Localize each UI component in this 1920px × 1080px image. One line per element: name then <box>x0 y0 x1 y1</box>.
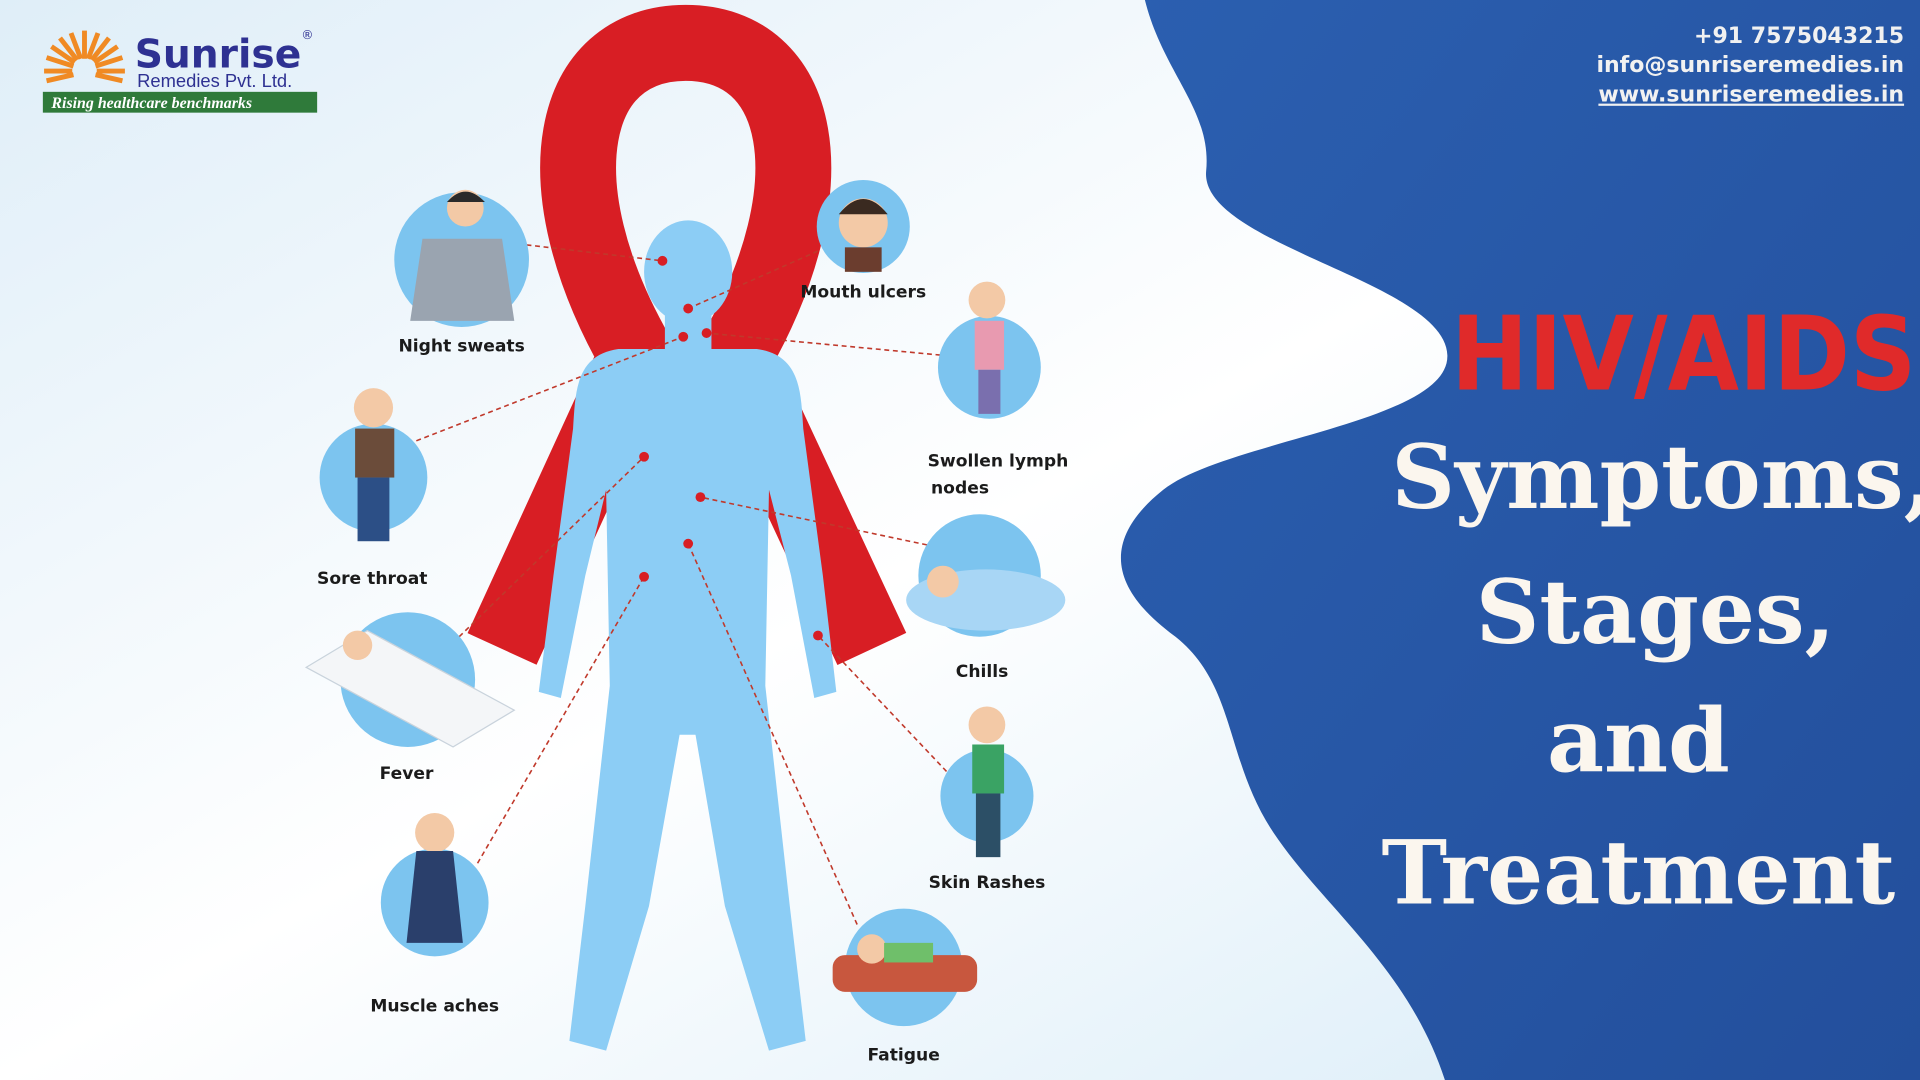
title-stages: Stages, <box>1476 560 1836 664</box>
symptom-night-sweats: Night sweats <box>394 189 529 356</box>
symptom-label: Swollen lymph <box>928 452 1069 472</box>
email-address: info@sunriseremedies.in <box>1596 53 1904 78</box>
website-link[interactable]: www.sunriseremedies.in <box>1598 83 1904 108</box>
title-symptoms: Symptoms, <box>1391 425 1920 529</box>
red-ribbon-icon <box>467 4 907 666</box>
symptom-sore-throat: Sore throat <box>317 388 427 589</box>
title-hiv-aids: HIV/AIDS <box>1451 295 1916 414</box>
symptom-label-line2: nodes <box>931 478 989 498</box>
title-and: and <box>1547 688 1730 792</box>
phone-number: +91 7575043215 <box>1694 24 1904 49</box>
symptom-dots <box>639 255 823 641</box>
symptom-muscle-aches: Muscle aches <box>370 813 499 1016</box>
symptom-fever: Fever <box>304 612 516 784</box>
symptom-label: Fever <box>380 764 434 784</box>
symptom-chills: Chills <box>906 514 1066 682</box>
headline: HIV/AIDS Symptoms, Stages, and Treatment <box>1381 295 1920 924</box>
symptom-fatigue: Fatigue <box>832 908 978 1065</box>
tagline-band <box>42 91 318 113</box>
logo-name: Sunrise <box>135 32 302 77</box>
logo-registered: ® <box>301 28 313 42</box>
symptom-label: Chills <box>956 662 1009 682</box>
symptom-label: Sore throat <box>317 569 427 589</box>
logo-subtitle: Remedies Pvt. Ltd. <box>137 70 292 91</box>
symptom-label: Mouth ulcers <box>800 283 926 303</box>
symptom-label: Night sweats <box>398 336 524 356</box>
blue-wave-panel <box>1120 0 1920 1080</box>
symptom-mouth-ulcers: Mouth ulcers <box>800 180 926 303</box>
sun-icon <box>44 30 125 84</box>
symptom-label: Fatigue <box>867 1045 939 1065</box>
symptom-swollen-lymph-nodes: Swollen lymph nodes <box>928 281 1069 498</box>
connector-lines <box>416 244 948 925</box>
contact-info: +91 7575043215 info@sunriseremedies.in w… <box>1596 24 1904 108</box>
symptom-skin-rashes: Skin Rashes <box>929 706 1046 893</box>
company-logo: Sunrise ® Remedies Pvt. Ltd. Rising heal… <box>42 28 318 113</box>
logo-tagline: Rising healthcare benchmarks <box>50 95 252 112</box>
title-treatment: Treatment <box>1381 821 1895 925</box>
symptom-label: Skin Rashes <box>929 873 1046 893</box>
symptom-label: Muscle aches <box>370 996 499 1016</box>
